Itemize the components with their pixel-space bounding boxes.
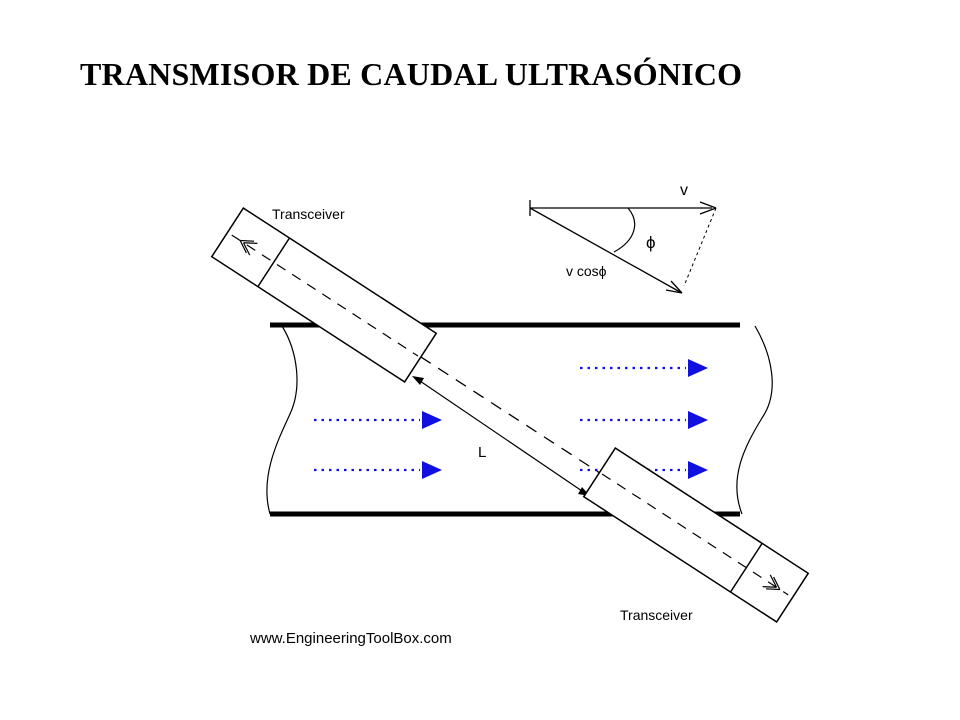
vector-v-label: v (680, 182, 688, 199)
flow-arrows (314, 359, 708, 479)
transceiver-top-label: Transceiver (272, 206, 345, 222)
vector-component-label: v cosϕ (566, 263, 607, 279)
pipe-left-break (266, 325, 298, 515)
vector-angle-label: ϕ (646, 233, 656, 252)
vector-v-cos (529, 207, 681, 293)
source-credit: www.EngineeringToolBox.com (249, 630, 452, 647)
transceiver-bottom-label: Transceiver (620, 607, 693, 623)
velocity-vector-diagram (529, 200, 717, 294)
projection-line (683, 207, 717, 287)
acoustic-path (261, 253, 769, 583)
flow-arrow (314, 461, 442, 479)
flow-arrow (580, 411, 708, 429)
path-length-label: L (478, 444, 486, 461)
flow-arrow (314, 411, 442, 429)
flow-arrow (580, 359, 708, 377)
slide-title: TRANSMISOR DE CAUDAL ULTRASÓNICO (80, 56, 743, 92)
transceiver-top (210, 207, 438, 383)
pipe-right-break (736, 325, 773, 515)
angle-arc (613, 207, 636, 253)
signal-arrow-icon (239, 239, 258, 256)
signal-arrow-icon (762, 574, 781, 591)
path-length-dimension (412, 376, 590, 496)
transceiver-bottom (582, 447, 810, 623)
